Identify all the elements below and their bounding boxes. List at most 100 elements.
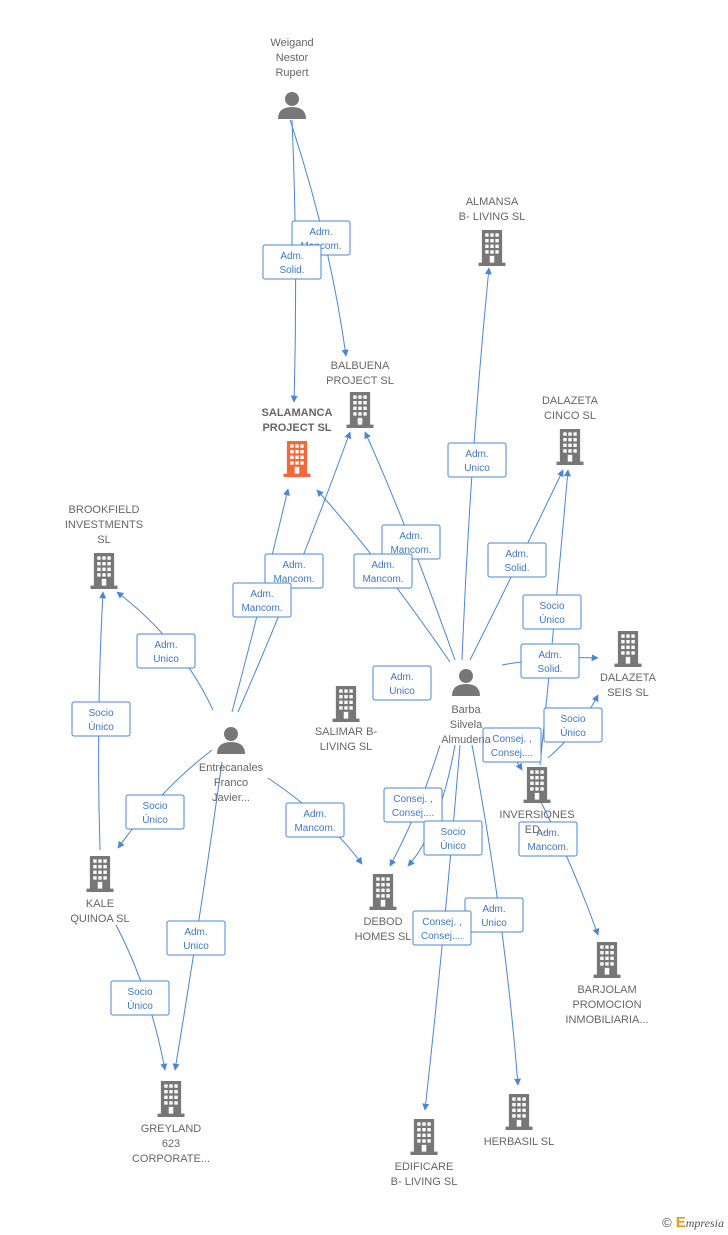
edge-label-text: Único bbox=[88, 720, 114, 733]
edge-label-box bbox=[232, 582, 292, 618]
edge-labels: Adm.Mancom.Adm.Solid.Adm.UnicoAdm.Mancom… bbox=[71, 220, 603, 1016]
edge-label-e21[interactable]: Adm. Unico bbox=[464, 897, 524, 933]
edge-label-e11[interactable]: Adm.Solid. bbox=[520, 643, 580, 679]
edge-label-e15[interactable]: Consej. ,Consej.... bbox=[482, 727, 542, 763]
node-debod[interactable]: DEBOD HOMES SL bbox=[355, 874, 412, 943]
edge-label-e9[interactable]: Adm. Mancom. bbox=[232, 582, 292, 618]
edge-label-box bbox=[353, 553, 413, 589]
node-label: BALBUENA bbox=[331, 360, 390, 372]
edge-label-text: Mancom. bbox=[362, 574, 403, 585]
node-label: CORPORATE... bbox=[132, 1153, 210, 1165]
building-icon bbox=[332, 686, 360, 722]
footer-brand: ©Empresia bbox=[662, 1214, 724, 1231]
edge-label-e7[interactable]: Adm.Mancom. bbox=[353, 553, 413, 589]
node-inversiones[interactable]: INVERSIONES ED... bbox=[499, 767, 575, 836]
edge-label-box bbox=[487, 542, 547, 578]
node-label: HERBASIL SL bbox=[484, 1136, 555, 1148]
building-icon bbox=[478, 230, 506, 266]
node-greyland[interactable]: GREYLAND623CORPORATE... bbox=[132, 1081, 210, 1165]
edge-label-text: Consej. , bbox=[393, 794, 432, 805]
edge-label-text: Consej.... bbox=[491, 748, 533, 759]
edge-label-text: Adm. bbox=[538, 650, 561, 661]
node-label: QUINOA SL bbox=[70, 913, 129, 925]
node-label: SALAMANCA bbox=[262, 407, 333, 419]
edge-label-box bbox=[447, 442, 507, 478]
node-label: Weigand bbox=[270, 37, 313, 49]
edge-label-box bbox=[520, 643, 580, 679]
node-entrecanales[interactable]: EntrecanalesFrancoJavier... bbox=[199, 727, 264, 804]
edge-label-e2[interactable]: Adm.Solid. bbox=[262, 244, 322, 280]
edge-label-box bbox=[412, 910, 472, 946]
edge-label-e19[interactable]: Adm.Mancom. bbox=[518, 821, 578, 857]
node-label: PROJECT SL bbox=[326, 375, 394, 387]
edge-label-e17[interactable]: Adm.Mancom. bbox=[285, 802, 345, 838]
edge-label-box bbox=[166, 920, 226, 956]
node-label: Javier... bbox=[212, 792, 250, 804]
node-label: EDIFICARE bbox=[395, 1161, 454, 1173]
node-label: DALAZETA bbox=[600, 672, 657, 684]
edge-label-text: Unico bbox=[183, 941, 209, 952]
edge-label-e12[interactable]: Adm.Unico bbox=[372, 665, 432, 701]
building-icon bbox=[410, 1119, 438, 1155]
edge-label-e5[interactable]: Adm.Solid. bbox=[487, 542, 547, 578]
person-icon bbox=[278, 92, 306, 119]
edge-label-box bbox=[285, 802, 345, 838]
edge-label-text: Adm. bbox=[399, 531, 422, 542]
edge-label-text: Unico bbox=[481, 918, 507, 929]
node-label: HOMES SL bbox=[355, 931, 412, 943]
edge-label-text: Adm. bbox=[250, 589, 273, 600]
edge-label-text: Socio bbox=[560, 714, 585, 725]
building-icon bbox=[90, 553, 118, 589]
edge-label-e22[interactable]: Consej. ,Consej.... bbox=[412, 910, 472, 946]
building-icon bbox=[369, 874, 397, 910]
brand-name: mpresia bbox=[685, 1216, 724, 1230]
node-label: Almudena bbox=[441, 734, 491, 746]
node-salimar[interactable]: SALIMAR B-LIVING SL bbox=[315, 686, 378, 753]
node-label: DEBOD bbox=[363, 916, 402, 928]
edge-label-text: Único bbox=[539, 613, 565, 626]
edge-label-box bbox=[518, 821, 578, 857]
node-balbuena[interactable]: BALBUENA PROJECT SL bbox=[326, 360, 394, 428]
node-barjolam[interactable]: BARJOLAMPROMOCIONINMOBILIARIA... bbox=[565, 942, 649, 1026]
node-label: INVESTMENTS bbox=[65, 519, 143, 531]
node-label: INVERSIONES bbox=[499, 809, 574, 821]
node-brookfield[interactable]: BROOKFIELD INVESTMENTS SL bbox=[65, 504, 143, 589]
person-icon bbox=[452, 669, 480, 696]
node-label: BROOKFIELD bbox=[69, 504, 140, 516]
edge-label-box bbox=[372, 665, 432, 701]
node-label: SL bbox=[97, 534, 110, 546]
edge-label-text: Único bbox=[127, 999, 153, 1012]
edge-label-e23[interactable]: Adm.Unico bbox=[166, 920, 226, 956]
edge-line-entrecanales-greyland bbox=[172, 761, 223, 1071]
edge-label-e18[interactable]: Consej. ,Consej.... bbox=[383, 787, 443, 823]
edge-label-text: Adm. bbox=[282, 560, 305, 571]
edge-label-text: Adm. bbox=[482, 904, 505, 915]
edge-line-inversiones-barjolam bbox=[539, 799, 600, 936]
edge-label-text: Solid. bbox=[504, 563, 529, 574]
edge-label-text: Unico bbox=[153, 654, 179, 665]
edge-label-e3[interactable]: Adm.Unico bbox=[447, 442, 507, 478]
edge-label-text: Mancom. bbox=[241, 603, 282, 614]
edge-label-box bbox=[136, 633, 196, 669]
edge-label-box bbox=[110, 980, 170, 1016]
node-herbasil[interactable]: HERBASIL SL bbox=[484, 1094, 555, 1148]
edge-label-text: Adm. bbox=[280, 251, 303, 262]
edge-label-e10[interactable]: Adm.Unico bbox=[136, 633, 196, 669]
edge-label-box bbox=[543, 707, 603, 743]
edge-label-e6[interactable]: Adm.Mancom. bbox=[264, 553, 324, 589]
node-label: ED... bbox=[525, 824, 549, 836]
